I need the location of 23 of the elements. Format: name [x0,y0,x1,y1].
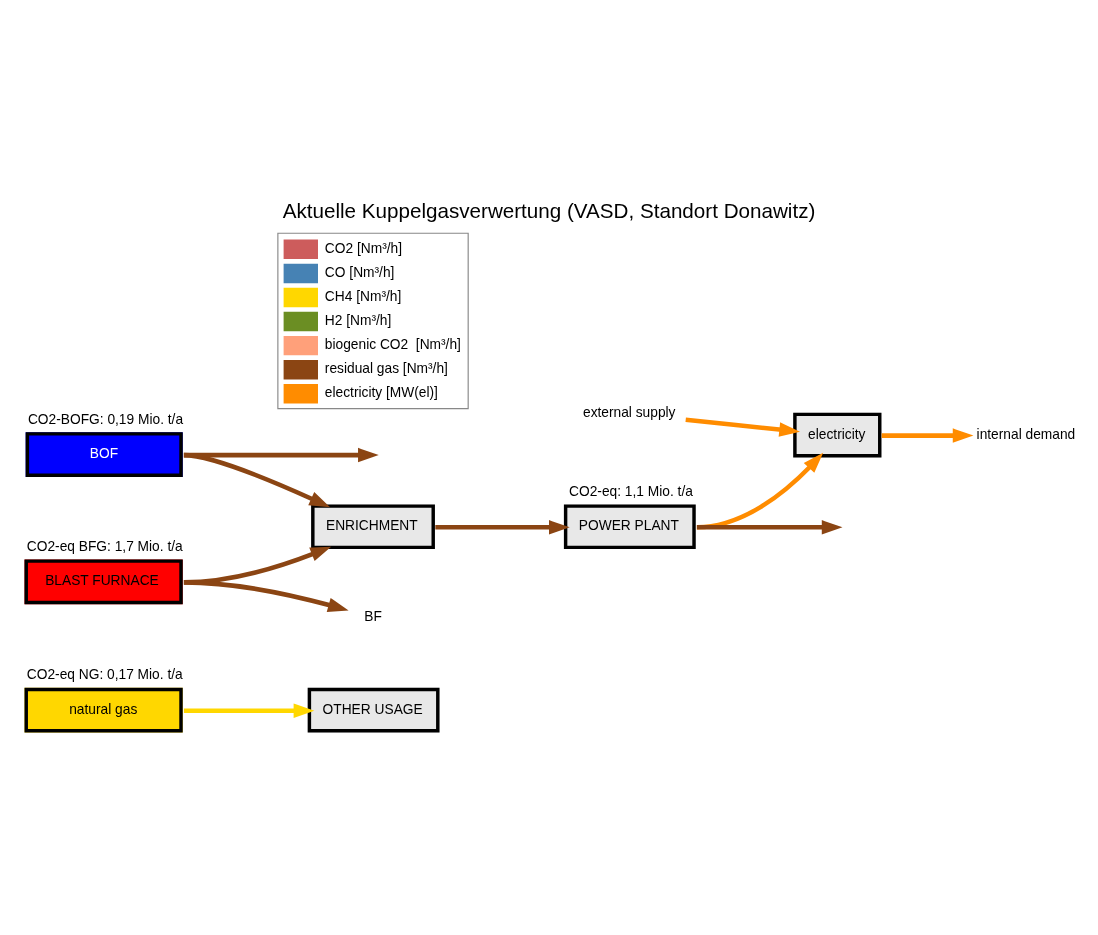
legend-label: CO [Nm³/h] [324,264,395,280]
arrow [881,427,974,443]
arrow [435,519,570,535]
arrow [183,447,379,462]
arrow [685,416,800,437]
legend-label: CO2 [Nm³/h] [324,240,403,256]
arrow [183,703,315,718]
arrow [696,519,843,535]
legend-label: biogenic CO2 [Nm³/h] [324,336,461,352]
node-label: CO2-BOFG: 0,19 Mio. t/a [27,411,184,427]
node-label: CO2-eq NG: 0,17 Mio. t/a [26,666,183,682]
diagram-title: Aktuelle Kuppelgasverwertung (VASD, Standort Donawitz) [282,198,816,222]
node-text: external supply [583,404,676,420]
arrow [696,452,824,530]
legend-label: CH4 [Nm³/h] [324,288,402,304]
node-text: BF [364,608,382,624]
node-label: CO2-eq BFG: 1,7 Mio. t/a [26,538,183,554]
legend-label: residual gas [Nm³/h] [324,360,448,376]
arrow [183,579,349,612]
node-label: CO2-eq: 1,1 Mio. t/a [569,483,693,499]
legend-label: H2 [Nm³/h] [324,312,392,328]
node-text: internal demand [976,426,1076,442]
legend-label: electricity [MW(el)] [324,384,438,400]
